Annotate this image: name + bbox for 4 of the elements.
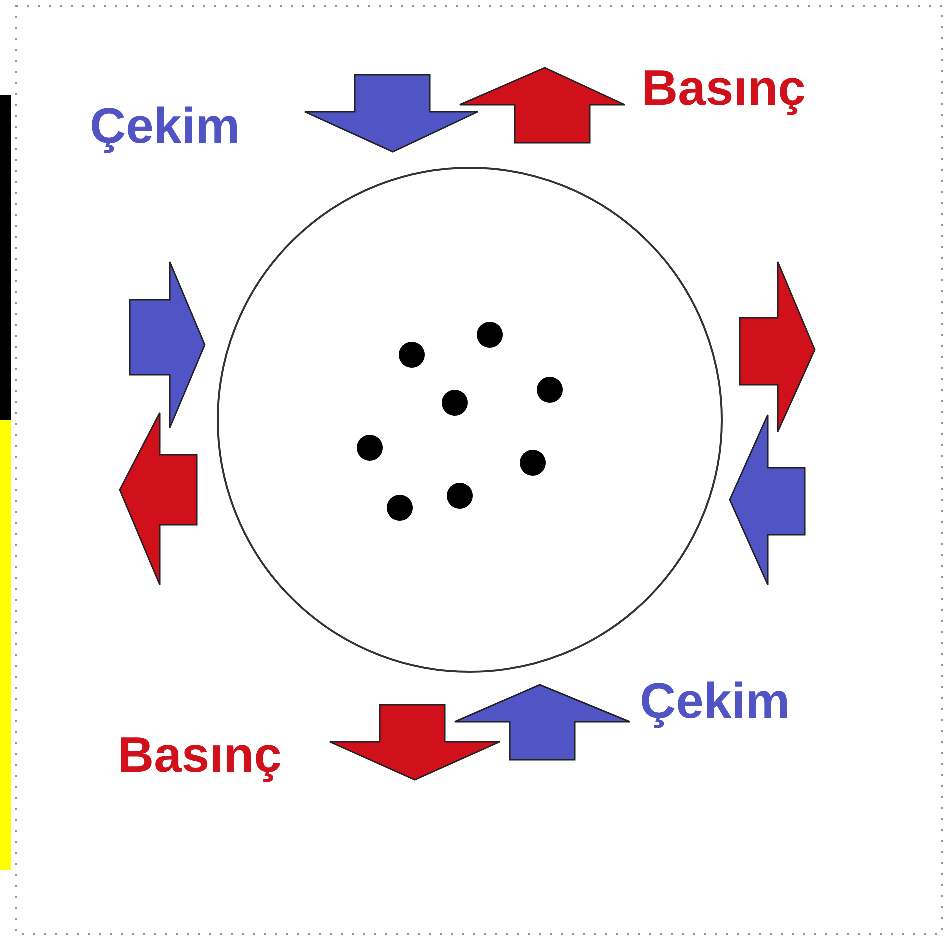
force-label: Çekim [90,98,240,154]
force-label: Basınç [118,727,282,783]
force-label: Çekim [640,673,790,729]
force-label: Basınç [642,60,806,116]
